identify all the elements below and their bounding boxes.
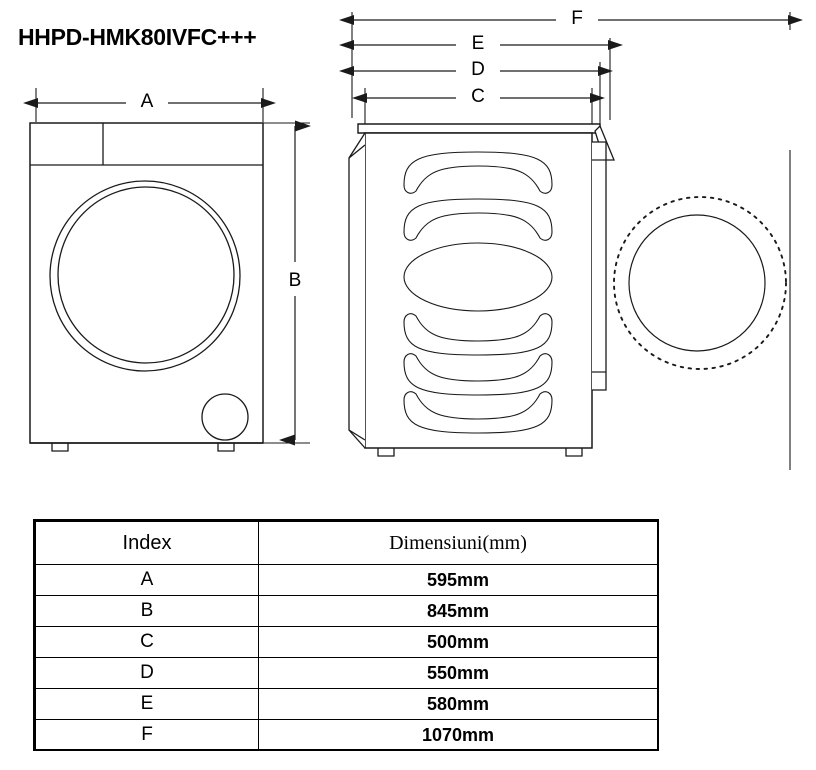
dimension-label-a: A: [141, 91, 154, 112]
cell-dimension-value: 1070mm: [258, 719, 658, 751]
cell-dimension-value: 595mm: [258, 564, 658, 596]
dimension-label-e: E: [472, 33, 485, 54]
dimension-label-b: B: [289, 270, 302, 291]
cell-dimension-value: 845mm: [258, 595, 658, 627]
cell-dimension-value: 580mm: [258, 688, 658, 720]
door-swing-arc-pattern: [403, 151, 553, 434]
table-header-row: Index Dimensiuni(mm): [35, 521, 658, 565]
cell-dimension-value: 550mm: [258, 657, 658, 689]
cell-index: A: [35, 564, 259, 596]
column-header-dimensions: Dimensiuni(mm): [258, 521, 658, 565]
cell-index: F: [35, 719, 259, 751]
cell-index: D: [35, 657, 259, 689]
cell-dimension-value: 500mm: [258, 626, 658, 658]
front-view-group: [23, 88, 311, 452]
dimension-label-c: C: [471, 86, 485, 107]
door-open-group: [613, 150, 791, 470]
dimension-label-f: F: [571, 8, 583, 29]
side-view-group: [339, 12, 803, 457]
page-title: HHPD-HMK80IVFC+++: [18, 24, 257, 50]
cell-index: B: [35, 595, 259, 627]
cell-index: E: [35, 688, 259, 720]
column-header-index: Index: [35, 521, 259, 565]
cell-index: C: [35, 626, 259, 658]
appliance-dimension-drawing: A B C D E F: [23, 8, 803, 470]
dimension-label-d: D: [471, 59, 485, 80]
